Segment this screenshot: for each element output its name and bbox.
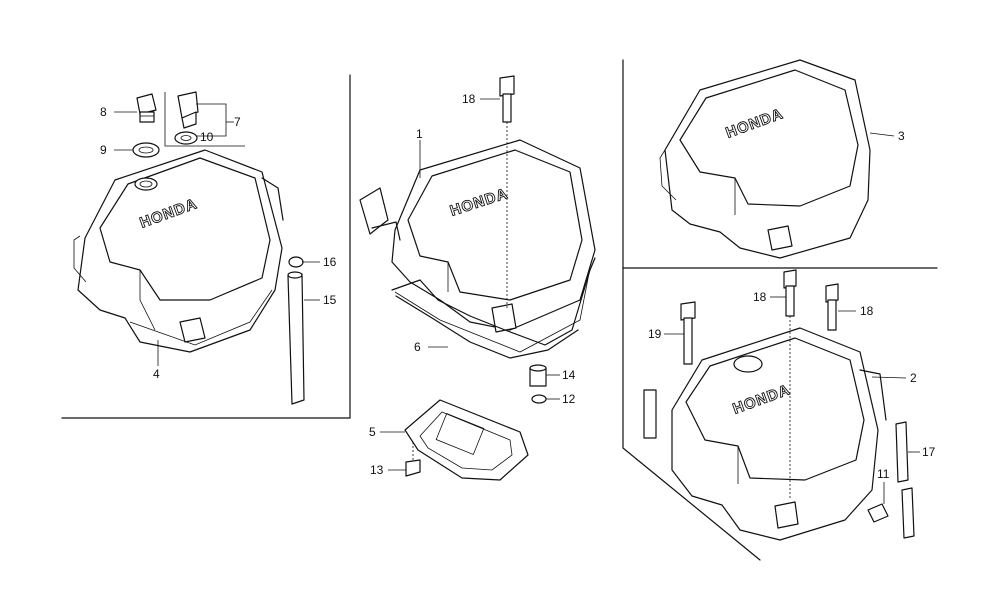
bolt-18-right-b [825,283,839,331]
washer-12 [531,394,547,404]
oil-filler-cap-8 [136,93,157,123]
callout-7: 7 [234,115,241,129]
o-ring-9 [132,142,160,158]
bolt-13 [405,440,421,477]
callout-16: 16 [323,255,337,269]
head-cover-left: HONDA [73,149,284,353]
clamp-16 [288,256,304,268]
callout-5: 5 [369,425,376,439]
bolt-18-right-a [783,269,797,500]
callout-18-right-b: 18 [860,304,874,318]
callout-18-middle: 18 [462,92,476,106]
callout-18-right-a: 18 [753,290,767,304]
callout-17: 17 [922,445,936,459]
clip-11 [867,503,889,523]
breather-tube-17 [895,421,915,539]
callout-2: 2 [910,371,917,385]
right-bottom-divider [622,267,761,561]
callout-1: 1 [416,127,423,141]
callout-14: 14 [562,368,576,382]
callout-13: 13 [370,463,384,477]
collar-14 [529,364,547,387]
callout-6: 6 [414,340,421,354]
callout-11: 11 [877,467,890,481]
breather-joint-right [643,389,657,439]
head-cover-top-right: HONDA [659,59,871,259]
breather-tube-15 [287,271,305,405]
callout-8: 8 [100,105,107,119]
leader-lines [114,98,920,504]
callout-15: 15 [323,293,337,307]
callout-4: 4 [153,367,160,381]
callout-19: 19 [648,327,662,341]
bolt-19 [680,301,696,365]
washer-10 [174,131,198,145]
head-cover-bottom-right: HONDA [671,327,887,541]
panel-borders [61,59,938,561]
callout-10: 10 [200,130,214,144]
bolt-18-middle [499,75,515,310]
breather-plate-5 [404,399,529,481]
callout-labels: 8 9 10 7 16 15 4 18 1 6 14 12 5 13 3 2 1… [100,92,936,481]
left-panel-border [61,74,351,419]
callout-3: 3 [898,129,905,143]
callout-12: 12 [562,392,576,406]
head-cover-middle: HONDA [359,139,596,353]
left-inset-box [164,92,245,147]
callout-9: 9 [100,143,107,157]
gasket-6 [391,257,596,359]
breather-fitting-7 [177,91,199,129]
